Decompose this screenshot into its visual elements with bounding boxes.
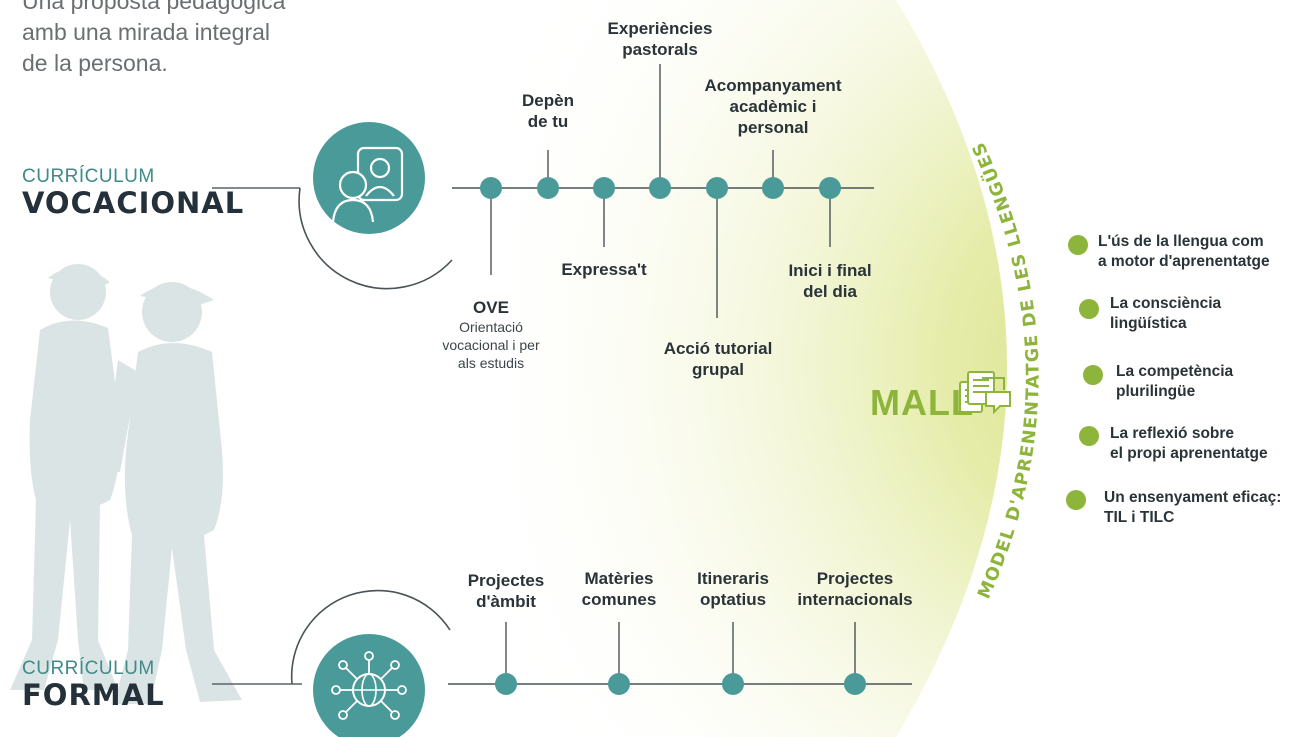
formal-nodes xyxy=(495,673,866,695)
language-model-bullets xyxy=(1066,235,1103,510)
language-item-line: La competència xyxy=(1116,363,1234,380)
formal-heading: CURRÍCULUM FORMAL xyxy=(22,658,165,712)
label-line: personal xyxy=(737,118,809,137)
language-item-line: a motor d'aprenentatge xyxy=(1098,253,1270,270)
intro-text: Una proposta pedagògica amb una mirada i… xyxy=(22,0,342,79)
language-item-line: TIL i TILC xyxy=(1104,509,1175,526)
vocacional-kicker: CURRÍCULUM xyxy=(22,166,155,187)
label-itineraris-optatius: Itineraris optatius xyxy=(680,568,786,610)
vocacional-nodes xyxy=(480,177,841,199)
language-item-5: Un ensenyament eficaç: TIL i TILC xyxy=(1104,488,1298,528)
mall-documents-icon xyxy=(959,371,1011,415)
intro-line: Una proposta pedagògica xyxy=(22,0,286,14)
vocacional-ticks xyxy=(490,64,831,318)
walking-people-silhouette xyxy=(10,264,242,704)
language-item-line: L'ús de la llengua com xyxy=(1098,233,1264,250)
vocacional-icon xyxy=(313,122,425,234)
language-item-line: La consciència xyxy=(1110,295,1222,312)
intro-line: amb una mirada integral xyxy=(22,19,271,45)
intro-line: de la persona. xyxy=(22,50,168,76)
ove-title: OVE xyxy=(473,298,509,317)
language-item-4: La reflexió sobre el propi aprenentatge xyxy=(1110,424,1298,464)
ove-subtitle-line: als estudis xyxy=(457,355,525,371)
label-line: grupal xyxy=(692,360,744,379)
vocacional-title: VOCACIONAL xyxy=(22,186,245,220)
label-line: Depèn xyxy=(522,91,574,110)
label-line: Matèries xyxy=(584,569,654,588)
label-line: Acció tutorial xyxy=(663,339,773,358)
label-line: Experiències xyxy=(607,19,713,38)
label-line: del dia xyxy=(803,282,857,301)
label-line: internacionals xyxy=(797,590,913,609)
vocacional-arc xyxy=(298,187,453,290)
language-item-line: el propi aprenentatge xyxy=(1110,445,1268,462)
label-line: Acompanyament xyxy=(704,76,842,95)
label-materies-comunes: Matèries comunes xyxy=(564,568,674,610)
label-line: acadèmic i xyxy=(729,97,817,116)
ove-subtitle-line: Orientació xyxy=(459,319,523,335)
label-line: Expressa't xyxy=(561,260,647,279)
label-line: Itineraris xyxy=(697,569,769,588)
label-line: Projectes xyxy=(467,571,545,590)
language-item-line: lingüística xyxy=(1110,315,1187,332)
language-item-1: L'ús de la llengua com a motor d'aprenen… xyxy=(1098,232,1298,272)
vocacional-heading: CURRÍCULUM VOCACIONAL xyxy=(22,166,244,220)
ove-subtitle-line: vocacional i per xyxy=(442,337,540,353)
label-line: optatius xyxy=(699,590,767,609)
label-line: de tu xyxy=(527,112,569,131)
label-inici-final: Inici i final del dia xyxy=(768,260,892,302)
label-expressat: Expressa't xyxy=(544,259,664,280)
formal-title: FORMAL xyxy=(22,678,165,712)
language-item-line: Un ensenyament eficaç: xyxy=(1104,489,1282,506)
label-acompanyament: Acompanyament acadèmic i personal xyxy=(690,75,856,138)
formal-globe-network-icon xyxy=(313,634,425,737)
label-accio-tutorial: Acció tutorial grupal xyxy=(645,338,791,380)
label-projectes-internacionals: Projectes internacionals xyxy=(784,568,926,610)
formal-kicker: CURRÍCULUM xyxy=(22,658,155,679)
language-item-3: La competència plurilingüe xyxy=(1116,362,1296,402)
label-line: Projectes xyxy=(816,569,894,588)
label-line: pastorals xyxy=(622,40,698,59)
label-line: comunes xyxy=(581,590,657,609)
label-line: Inici i final xyxy=(788,261,872,280)
label-line: d'àmbit xyxy=(476,592,536,611)
label-depen-de-tu: Depèn de tu xyxy=(500,90,596,132)
label-ove: OVE Orientació vocacional i per als estu… xyxy=(431,297,551,372)
label-projectes-ambit: Projectes d'àmbit xyxy=(448,570,564,612)
mall-label: MALL xyxy=(870,382,974,423)
formal-arc xyxy=(290,589,451,685)
language-item-line: plurilingüe xyxy=(1116,383,1196,400)
language-item-line: La reflexió sobre xyxy=(1110,425,1235,442)
label-experiencies-pastorals: Experiències pastorals xyxy=(590,18,730,60)
language-item-2: La consciència lingüística xyxy=(1110,294,1290,334)
